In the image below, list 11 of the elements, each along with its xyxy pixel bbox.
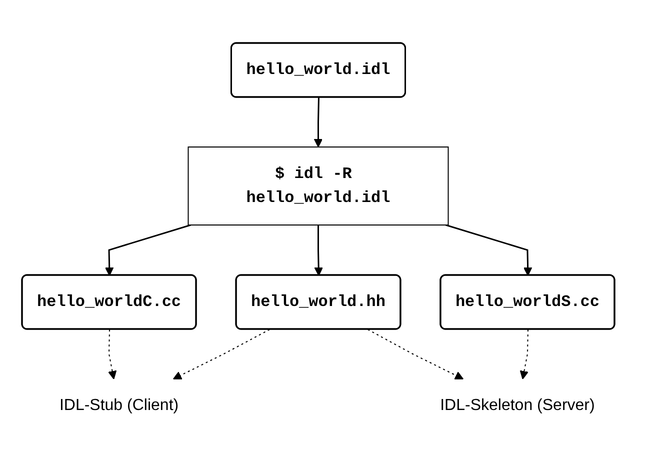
arrow — [314, 224, 324, 276]
arrow — [108, 328, 117, 379]
arrow — [367, 328, 464, 379]
node-text: IDL-Skeleton (Server) — [440, 396, 595, 414]
arrow — [105, 224, 192, 276]
node-text: IDL-Stub (Client) — [60, 396, 179, 414]
arrow — [173, 328, 270, 379]
node-box: $ idl -R hello_world.idl — [188, 146, 449, 225]
arrow — [520, 328, 529, 379]
arrow — [314, 96, 323, 147]
arrow — [446, 224, 532, 276]
